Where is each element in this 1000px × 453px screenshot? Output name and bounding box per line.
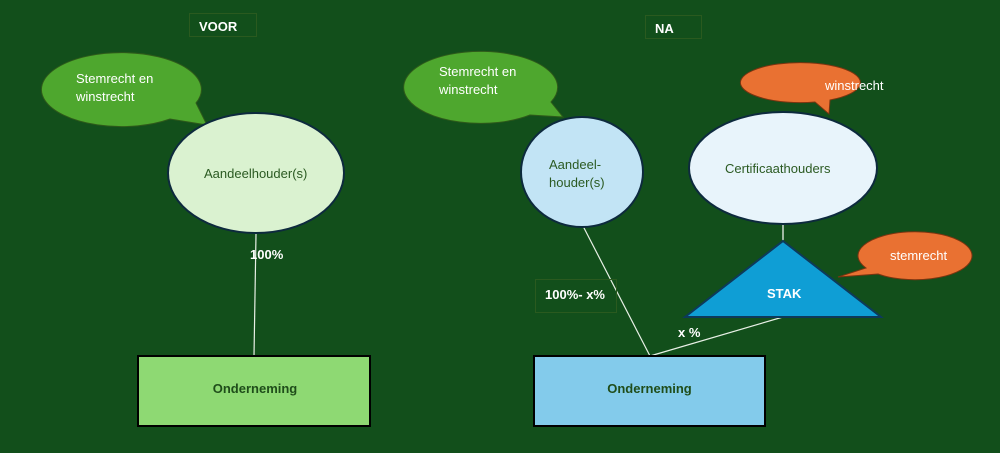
shareholder-before-label: Aandeelhouder(s) [204, 166, 308, 181]
bubble-before [40, 52, 208, 128]
bubble-voting-right [837, 231, 973, 281]
box-company-before [137, 355, 371, 427]
stak-percentage: x % [678, 325, 701, 340]
shareholder-after-line-1: Aandeel- [549, 157, 602, 172]
bubble-after-line-1: Stemrecht en [439, 64, 517, 79]
title-before: VOOR [189, 13, 257, 37]
title-before-text: VOOR [199, 19, 238, 34]
node-shareholder-after [520, 116, 644, 228]
percentage-before: 100% [250, 247, 284, 262]
voting-right-label: stemrecht [890, 248, 948, 263]
title-after-text: NA [655, 21, 674, 36]
shareholder-after-line-2: houder(s) [549, 175, 605, 190]
connector-before [253, 233, 257, 357]
shareholder-percentage-box: 100%- x% [535, 279, 617, 313]
company-after-label: Onderneming [607, 381, 692, 396]
title-after: NA [645, 15, 702, 39]
bubble-after-line-2: winstrecht [439, 82, 498, 97]
shareholder-percentage-after: 100%- x% [545, 287, 605, 302]
profit-right-label: winstrecht [825, 78, 884, 93]
box-company-after [533, 355, 766, 427]
node-certificate-holders [688, 111, 878, 225]
stak-label: STAK [767, 286, 802, 301]
bubble-profit-right [739, 62, 861, 116]
certificate-holders-label: Certificaathouders [725, 161, 831, 176]
shareholder-after-label: Aandeel- houder(s) [549, 156, 605, 192]
bubble-before-line-1: Stemrecht en [76, 71, 154, 86]
connector-stak-company [649, 316, 784, 357]
bubble-after [403, 50, 565, 124]
bubble-after-text: Stemrecht en winstrecht [439, 63, 516, 99]
company-before-label: Onderneming [212, 381, 298, 396]
bubble-before-text: Stemrecht en winstrecht [76, 70, 153, 106]
bubble-before-line-2: winstrecht [76, 89, 135, 104]
stak-triangle [682, 239, 884, 318]
node-shareholder-before [167, 112, 345, 234]
